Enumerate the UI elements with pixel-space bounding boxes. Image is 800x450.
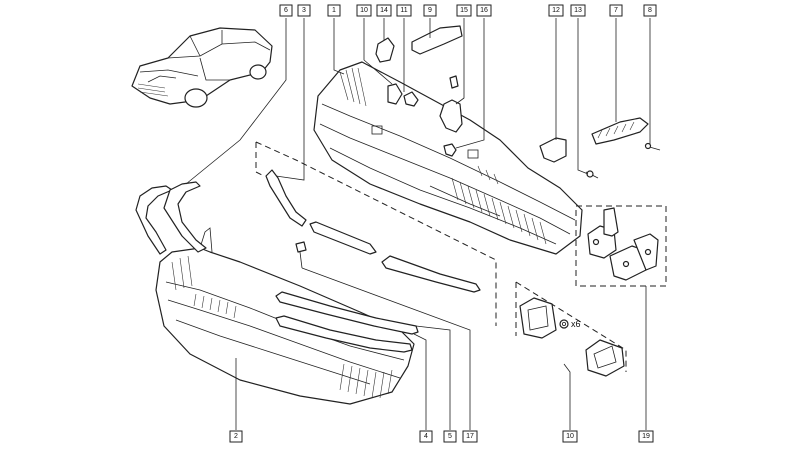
- callout-14: 14: [376, 4, 392, 17]
- leader-lines: [185, 18, 651, 430]
- callout-7: 7: [609, 4, 623, 17]
- callout-2: 2: [229, 430, 243, 443]
- svg-text:2: 2: [234, 433, 238, 440]
- svg-text:8: 8: [648, 7, 652, 14]
- dashed-group-strips: [255, 141, 497, 326]
- svg-text:4: 4: [424, 433, 428, 440]
- callout-9: 9: [423, 4, 437, 17]
- svg-text:13: 13: [574, 7, 582, 14]
- upper-bumper: [313, 61, 583, 255]
- clip-bolt: [295, 241, 307, 269]
- callout-19: 19: [638, 430, 654, 443]
- svg-text:19: 19: [642, 433, 650, 440]
- callout-6: 6: [279, 4, 293, 17]
- svg-text:11: 11: [400, 7, 407, 14]
- callout-16: 16: [476, 4, 492, 17]
- callout-10-top: 10: [356, 4, 372, 17]
- callout-5: 5: [443, 430, 457, 443]
- trim-strips-upper: [265, 169, 481, 293]
- callout-17: 17: [462, 430, 478, 443]
- callout-1: 1: [327, 4, 341, 17]
- svg-text:5: 5: [448, 433, 452, 440]
- brackets-right: [539, 117, 661, 179]
- svg-text:14: 14: [380, 7, 388, 14]
- svg-text:10: 10: [566, 433, 574, 440]
- brackets-top: [375, 25, 463, 157]
- bracket-assembly: [575, 205, 667, 287]
- svg-text:1: 1: [332, 7, 336, 14]
- callout-10-bottom: 10: [562, 430, 578, 443]
- svg-text:9: 9: [428, 7, 432, 14]
- callout-15: 15: [456, 4, 472, 17]
- svg-text:3: 3: [302, 7, 306, 14]
- callout-13: 13: [570, 4, 586, 17]
- svg-text:6: 6: [284, 7, 288, 14]
- svg-text:15: 15: [460, 7, 468, 14]
- callout-12: 12: [548, 4, 564, 17]
- svg-text:16: 16: [480, 7, 488, 14]
- trim-strips-lower: [275, 291, 419, 353]
- callout-4: 4: [419, 430, 433, 443]
- callout-3: 3: [297, 4, 311, 17]
- callout-11: 11: [396, 4, 412, 17]
- svg-text:10: 10: [360, 7, 368, 14]
- car-illustration: [131, 27, 273, 108]
- quantity-label: x6: [571, 319, 581, 329]
- svg-text:12: 12: [552, 7, 560, 14]
- svg-text:17: 17: [466, 433, 474, 440]
- side-strips: [135, 181, 207, 255]
- callout-8: 8: [643, 4, 657, 17]
- svg-text:7: 7: [614, 7, 618, 14]
- lamp-frame-assembly: x6: [515, 281, 627, 377]
